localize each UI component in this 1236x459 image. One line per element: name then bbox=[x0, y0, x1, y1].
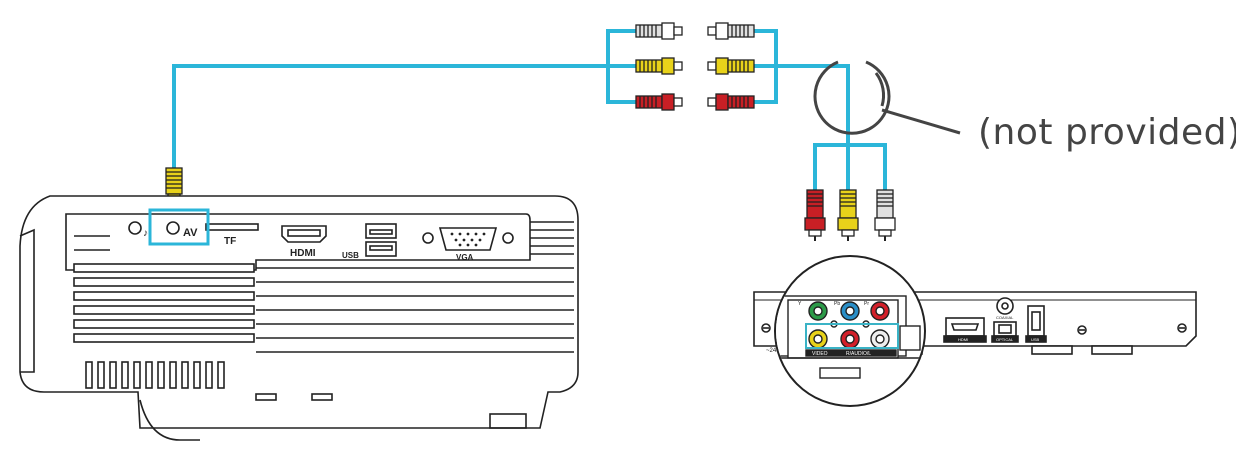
jack-yellow bbox=[808, 329, 828, 349]
usb-port-label: USB bbox=[342, 251, 359, 260]
cable-lines bbox=[172, 29, 887, 190]
hdmi-port-label: HDMI bbox=[290, 248, 316, 259]
rca-plug-red-left bbox=[635, 93, 683, 111]
rca-plug-white-left bbox=[635, 22, 683, 40]
tf-port-label: TF bbox=[224, 236, 236, 247]
projector: ♪ AV TF HDMI USB VGA bbox=[19, 195, 579, 441]
not-provided-label: (not provided) bbox=[978, 112, 1236, 153]
rca-jack-yellow-right bbox=[707, 57, 755, 75]
av-cable bbox=[172, 64, 638, 170]
component-split-cable bbox=[813, 143, 887, 190]
jack-red-bottom bbox=[840, 329, 860, 349]
optical-label: OPTICAL bbox=[996, 337, 1014, 342]
jack-label-pr: Pr bbox=[864, 301, 869, 307]
projector-vents-lower bbox=[73, 235, 574, 353]
tf-slot bbox=[205, 223, 259, 231]
video-jack-label: VIDEO bbox=[812, 351, 828, 357]
right-rca-jacks bbox=[707, 22, 755, 111]
av-jack bbox=[166, 221, 180, 235]
rca-jack-white-right bbox=[707, 22, 755, 40]
rca-plug-yellow-left bbox=[635, 57, 683, 75]
projector-bottom-grille bbox=[85, 361, 527, 441]
player-plug-white bbox=[874, 189, 896, 241]
player-plug-red bbox=[804, 189, 826, 241]
player-rca-plugs bbox=[804, 189, 896, 241]
magnifier-circle: Y Pb Pr bbox=[774, 255, 926, 407]
headphone-icon: ♪ bbox=[143, 228, 148, 239]
composite-jacks-highlight bbox=[805, 323, 899, 349]
video-route-cable bbox=[742, 64, 850, 190]
audio-jack-label: R/AUDIO/L bbox=[846, 351, 871, 357]
jack-red-top bbox=[870, 301, 890, 321]
coaxial-label: COAXIAL bbox=[996, 315, 1014, 320]
left-rca-plugs bbox=[635, 22, 683, 111]
jack-green bbox=[808, 301, 828, 321]
player-hdmi-label: HDMI bbox=[958, 337, 968, 342]
rca-jack-red-right bbox=[707, 93, 755, 111]
vga-port bbox=[438, 227, 498, 251]
jack-white bbox=[870, 329, 890, 349]
headphone-jack bbox=[128, 221, 142, 235]
vga-port-label: VGA bbox=[456, 253, 474, 262]
av-port-highlight bbox=[148, 208, 210, 246]
jack-label-y: Y bbox=[798, 301, 802, 307]
projector-vents-right bbox=[530, 221, 574, 255]
av-port-label: AV bbox=[183, 227, 198, 239]
player-plug-yellow bbox=[837, 189, 859, 241]
left-bundle-cable bbox=[606, 29, 638, 104]
player-usb-label: USB bbox=[1031, 337, 1040, 342]
not-provided-callout bbox=[813, 60, 961, 135]
projector-ports: ♪ AV TF HDMI USB VGA bbox=[128, 221, 514, 262]
jack-blue bbox=[840, 301, 860, 321]
jack-label-pb: Pb bbox=[834, 301, 840, 307]
